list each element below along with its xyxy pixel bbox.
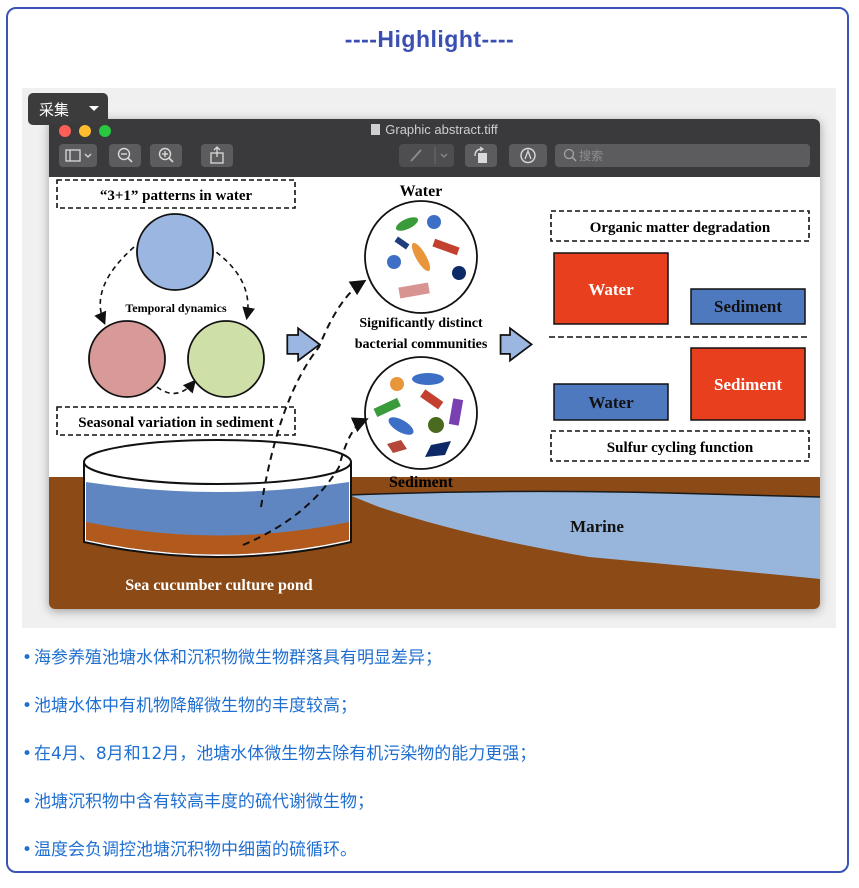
bacterium <box>395 217 419 231</box>
marine-label: Marine <box>570 517 624 536</box>
water-bar-large-label: Water <box>588 280 634 299</box>
marine-surface-line <box>348 490 820 498</box>
list-item: •海参养殖池塘水体和沉积物微生物群落具有明显差异； <box>22 643 442 668</box>
bacterium <box>394 236 410 250</box>
water-heading: Water <box>400 183 443 200</box>
right-arrow-icon <box>499 326 534 363</box>
bacterium <box>420 389 444 410</box>
sediment-bar-small <box>690 288 806 325</box>
sediment-bar-large-label: Sediment <box>714 375 782 394</box>
circle-pink <box>88 320 166 398</box>
list-item-text: 池塘沉积物中含有较高丰度的硫代谢微生物； <box>34 792 375 812</box>
center-text-line2: bacterial communities <box>355 337 488 352</box>
temporal-label: Temporal dynamics <box>125 301 227 315</box>
document-icon <box>371 124 381 135</box>
cycle-arrow-bottom <box>156 379 197 395</box>
markup-toolbar-button[interactable] <box>509 144 547 167</box>
graphic-abstract-figure: “3+1” patterns in water Seasonal variati… <box>49 179 820 609</box>
bacterium <box>452 266 466 280</box>
collect-button-label: 采集 <box>39 101 70 119</box>
sediment-bar-large <box>690 347 806 421</box>
bacterium <box>387 255 401 269</box>
marine-water <box>349 491 820 579</box>
sediment-bar-small-label: Sediment <box>714 297 782 316</box>
minimize-window-icon[interactable] <box>79 125 91 137</box>
markup-pen-button[interactable] <box>399 144 454 167</box>
list-item-text: 温度会负调控池塘沉积物中细菌的硫循环。 <box>34 840 358 860</box>
list-item: •池塘水体中有机物降解微生物的丰度较高； <box>22 691 357 716</box>
search-input[interactable]: 搜索 <box>555 144 810 167</box>
graphic-abstract: “3+1” patterns in water Seasonal variati… <box>49 177 820 609</box>
left-bottom-label-box <box>56 406 296 436</box>
water-bar-large <box>553 252 669 325</box>
bacterium <box>427 215 441 229</box>
right-top-label-box <box>550 210 810 242</box>
right-bottom-label-box <box>550 430 810 462</box>
page-title: ----Highlight---- <box>344 26 515 52</box>
bacterium <box>428 417 444 433</box>
left-arrow-icon <box>286 326 322 363</box>
list-item: •在4月、8月和12月，池塘水体微生物去除有机污染物的能力更强； <box>22 739 536 764</box>
bullet-marker: • <box>22 696 33 716</box>
zoom-out-button[interactable] <box>109 144 141 167</box>
sidebar-icon <box>65 149 92 162</box>
zoom-in-icon <box>158 147 174 163</box>
bacterium <box>432 238 460 256</box>
pen-icon <box>410 147 448 164</box>
bacterium <box>387 440 407 453</box>
cycle-arrow-left <box>94 246 135 325</box>
bacterium <box>425 441 451 457</box>
bacterium <box>373 397 401 418</box>
bacterium <box>390 377 404 391</box>
zoom-out-icon <box>117 147 133 163</box>
search-placeholder: 搜索 <box>579 149 604 163</box>
rotate-icon <box>474 146 487 163</box>
right-bottom-label: Sulfur cycling function <box>607 440 754 456</box>
pond-sediment <box>86 522 349 555</box>
zoom-in-button[interactable] <box>150 144 182 167</box>
bullet-marker: • <box>22 840 33 860</box>
collect-button[interactable]: 采集 <box>28 93 108 125</box>
markup-icon <box>520 147 536 164</box>
left-top-label: “3+1” patterns in water <box>100 188 253 204</box>
rotate-button[interactable] <box>465 144 497 167</box>
preview-window: Graphic abstract.tiff <box>49 119 820 609</box>
left-top-label-box <box>56 179 296 209</box>
water-bar-small-label: Water <box>588 393 634 412</box>
bacterium <box>448 398 464 426</box>
pond-rim <box>83 439 352 485</box>
circle-blue <box>136 213 214 291</box>
list-item-text: 海参养殖池塘水体和沉积物微生物群落具有明显差异； <box>34 648 443 668</box>
bacterium <box>388 417 414 435</box>
list-item: •温度会负调控池塘沉积物中细菌的硫循环。 <box>22 835 357 860</box>
share-icon <box>210 146 224 164</box>
chevron-down-icon <box>89 106 99 111</box>
list-item-text: 池塘水体中有机物降解微生物的丰度较高； <box>34 696 358 716</box>
close-window-icon[interactable] <box>59 125 71 137</box>
sediment-heading: Sediment <box>389 474 454 491</box>
right-top-label: Organic matter degradation <box>590 220 771 236</box>
share-button[interactable] <box>201 144 233 167</box>
bacterium <box>412 373 444 385</box>
left-bottom-label: Seasonal variation in sediment <box>78 415 273 431</box>
list-item-text: 在4月、8月和12月，池塘水体微生物去除有机污染物的能力更强； <box>34 744 537 764</box>
window-titlebar: Graphic abstract.tiff <box>49 119 820 177</box>
list-item: •池塘沉积物中含有较高丰度的硫代谢微生物； <box>22 787 374 812</box>
bullet-marker: • <box>22 744 33 764</box>
window-title: Graphic abstract.tiff <box>49 122 820 137</box>
pond-label: Sea cucumber culture pond <box>125 577 313 594</box>
circle-green <box>187 320 265 398</box>
bullet-marker: • <box>22 648 33 668</box>
search-icon <box>563 148 577 162</box>
water-flow-arrow <box>260 279 367 508</box>
bacterium <box>398 282 430 299</box>
window-title-text: Graphic abstract.tiff <box>385 122 498 137</box>
center-text-line1: Significantly distinct <box>359 316 483 331</box>
bacterium <box>411 242 431 272</box>
zoom-window-icon[interactable] <box>99 125 111 137</box>
water-bar-small <box>553 383 669 421</box>
bullet-marker: • <box>22 792 33 812</box>
cycle-arrow-right <box>208 246 255 321</box>
sidebar-toggle-button[interactable] <box>59 144 97 167</box>
